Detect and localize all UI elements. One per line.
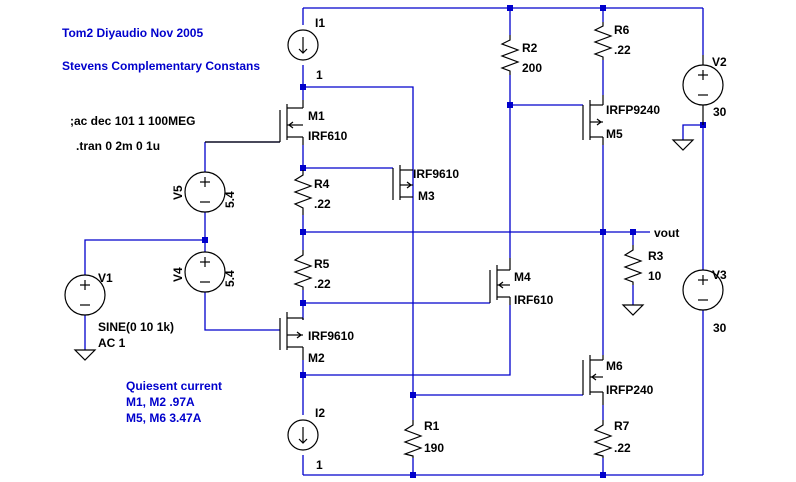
V5-value: 5.4 bbox=[223, 191, 237, 208]
V3-value: 30 bbox=[713, 321, 727, 335]
R5-value: .22 bbox=[314, 277, 331, 291]
M1-mosfet[interactable] bbox=[205, 100, 304, 145]
M3-mosfet[interactable] bbox=[392, 165, 413, 200]
title-line-2: Stevens Complementary Constans bbox=[62, 59, 260, 73]
V1-ac: AC 1 bbox=[98, 336, 126, 350]
I2-name: I2 bbox=[315, 406, 325, 420]
R6-resistor[interactable] bbox=[593, 22, 613, 60]
R1-value: 190 bbox=[424, 441, 444, 455]
M4-model: IRF610 bbox=[514, 293, 554, 307]
R2-name: R2 bbox=[522, 41, 538, 55]
quiescent-title: Quiesent current bbox=[126, 379, 222, 393]
R7-resistor[interactable] bbox=[592, 420, 613, 458]
R5-resistor[interactable] bbox=[293, 250, 313, 290]
title-line-1: Tom2 Diyaudio Nov 2005 bbox=[62, 26, 203, 40]
vout-net-label: vout bbox=[654, 226, 679, 240]
M3-name: M3 bbox=[418, 189, 435, 203]
V4-voltage-source[interactable] bbox=[184, 251, 226, 293]
R7-value: .22 bbox=[614, 441, 631, 455]
M1-model: IRF610 bbox=[308, 129, 348, 143]
R4-resistor[interactable] bbox=[293, 170, 313, 215]
ground-icon bbox=[621, 304, 645, 316]
V1-value: SINE(0 10 1k) bbox=[98, 320, 174, 334]
R1-name: R1 bbox=[424, 419, 440, 433]
quiescent-m5-m6: M5, M6 3.47A bbox=[126, 411, 202, 425]
R3-resistor[interactable] bbox=[623, 245, 643, 285]
R3-name: R3 bbox=[648, 249, 664, 263]
V5-voltage-source[interactable] bbox=[184, 171, 226, 213]
I1-name: I1 bbox=[315, 16, 325, 30]
M6-model: IRFP240 bbox=[606, 383, 654, 397]
M2-name: M2 bbox=[308, 351, 325, 365]
V5-name: V5 bbox=[171, 185, 185, 200]
I1-current-source[interactable] bbox=[287, 29, 319, 61]
M2-mosfet[interactable] bbox=[279, 312, 304, 360]
R2-value: 200 bbox=[522, 61, 542, 75]
component-labels: I1 1 I2 1 M1 IRF610 IRF9610 M2 IRF9610 M… bbox=[98, 16, 727, 472]
M3-model: IRF9610 bbox=[413, 167, 459, 181]
V3-voltage-source[interactable] bbox=[682, 269, 724, 311]
I2-current-source[interactable] bbox=[287, 419, 319, 451]
V2-value: 30 bbox=[713, 105, 727, 119]
M2-model: IRF9610 bbox=[308, 329, 354, 343]
M5-name: M5 bbox=[606, 127, 623, 141]
R5-name: R5 bbox=[314, 257, 330, 271]
I2-value: 1 bbox=[316, 458, 323, 472]
V2-voltage-source[interactable] bbox=[682, 55, 724, 125]
V4-name: V4 bbox=[171, 267, 185, 282]
V1-voltage-source[interactable] bbox=[64, 274, 106, 316]
quiescent-m1-m2: M1, M2 .97A bbox=[126, 395, 195, 409]
M5-mosfet[interactable] bbox=[582, 95, 604, 145]
tran-directive: .tran 0 2m 0 1u bbox=[76, 139, 160, 153]
wires bbox=[84, 7, 704, 476]
R4-name: R4 bbox=[314, 177, 330, 191]
R6-value: .22 bbox=[614, 43, 631, 57]
M1-name: M1 bbox=[308, 109, 325, 123]
M4-mosfet[interactable] bbox=[489, 258, 511, 305]
notes: Tom2 Diyaudio Nov 2005 Stevens Complemen… bbox=[62, 26, 260, 425]
ground-icon bbox=[73, 349, 97, 361]
V2-name: V2 bbox=[712, 55, 727, 69]
junctions bbox=[202, 5, 706, 478]
V1-name: V1 bbox=[98, 271, 113, 285]
R1-resistor[interactable] bbox=[402, 420, 423, 458]
M6-name: M6 bbox=[606, 359, 623, 373]
M6-mosfet[interactable] bbox=[582, 355, 604, 405]
R2-resistor[interactable] bbox=[500, 35, 520, 75]
M5-model: IRFP9240 bbox=[606, 103, 660, 117]
R6-name: R6 bbox=[614, 23, 630, 37]
R3-value: 10 bbox=[648, 269, 662, 283]
I1-value: 1 bbox=[316, 68, 323, 82]
R4-value: .22 bbox=[314, 197, 331, 211]
M4-name: M4 bbox=[514, 270, 531, 284]
V3-name: V3 bbox=[712, 268, 727, 282]
V4-value: 5.4 bbox=[223, 270, 237, 287]
R7-name: R7 bbox=[614, 419, 630, 433]
ground-icon bbox=[671, 139, 695, 151]
ac-directive: ;ac dec 101 1 100MEG bbox=[70, 114, 195, 128]
